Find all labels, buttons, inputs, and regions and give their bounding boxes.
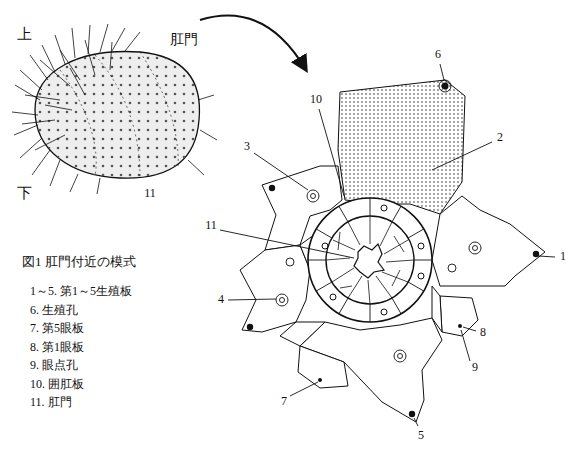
- callout-number: 5: [418, 429, 424, 442]
- genital-plate-1: [432, 196, 545, 286]
- callout-number: 7: [281, 395, 287, 408]
- genital-plate-4: [240, 245, 310, 332]
- key-entry: 6. 生殖孔: [30, 304, 78, 317]
- callout-number: 9: [472, 361, 478, 374]
- callout-number: 3: [244, 140, 250, 153]
- genital-plate-2: [338, 80, 465, 214]
- figure-caption: 図1 肛門付近の模式: [22, 255, 136, 269]
- urchin-body: [12, 24, 217, 194]
- key-entry: 7. 第5眼板: [30, 322, 84, 335]
- callout-number: 6: [435, 48, 441, 61]
- key-entry: 1～5. 第1～5生殖板: [30, 285, 132, 298]
- callout-number: 4: [218, 293, 224, 306]
- key-entry: 9. 眼点孔: [30, 359, 78, 372]
- ocular-plate-5: [298, 346, 348, 388]
- leader-lines: [220, 64, 555, 426]
- periproct: [308, 198, 432, 322]
- callout-number: 11: [144, 187, 156, 200]
- tubercles: [276, 80, 481, 362]
- key-entry: 10. 囲肛板: [30, 378, 84, 391]
- callout-number: 11: [205, 219, 217, 232]
- pores: [247, 83, 539, 418]
- callout-number: 8: [480, 326, 486, 339]
- callout-number: 10: [310, 93, 322, 106]
- orientation-label: 下: [17, 185, 32, 202]
- pointer-arrow: [200, 16, 306, 70]
- orientation-label: 肛門: [170, 32, 198, 47]
- callout-number: 2: [497, 131, 503, 144]
- key-entry: 8. 第1眼板: [30, 341, 84, 354]
- key-entry: 11. 肛門: [30, 396, 72, 409]
- orientation-label: 上: [17, 26, 32, 43]
- callout-number: 1: [560, 250, 566, 263]
- plates: [240, 80, 545, 422]
